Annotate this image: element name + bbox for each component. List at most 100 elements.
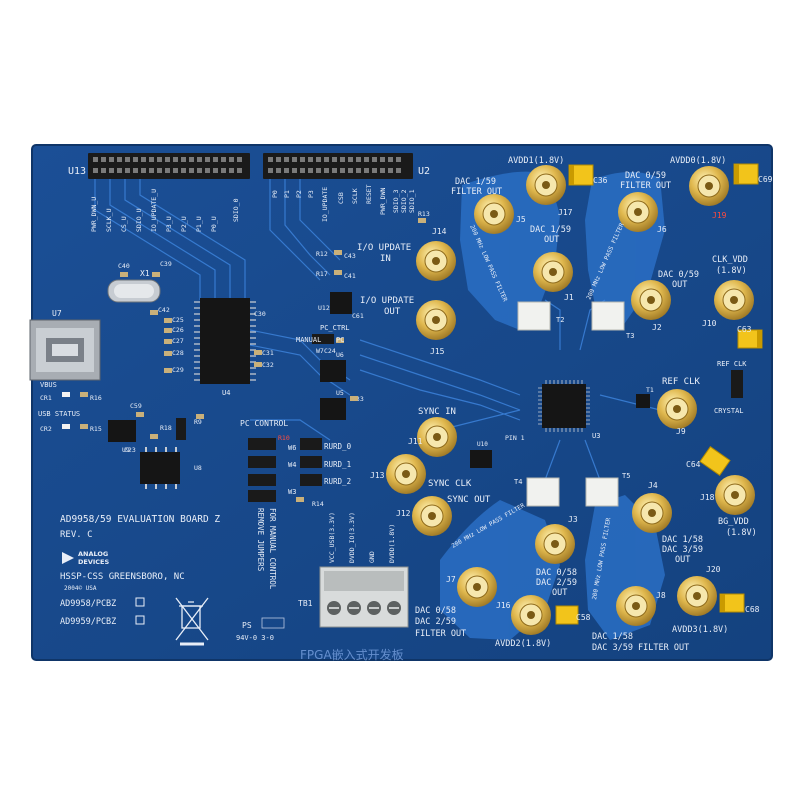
sma-j14 [416,241,456,281]
svg-text:RURD_0: RURD_0 [324,442,352,451]
label-pin1: PIN 1 [505,434,525,442]
svg-text:RURD_1: RURD_1 [324,460,351,469]
svg-text:DAC 1/58: DAC 1/58 [592,632,633,642]
sma-j10 [714,280,754,320]
sma-j9 [657,389,697,429]
svg-text:J8: J8 [656,591,666,600]
sma-j16 [511,595,551,635]
svg-text:FOR MANUAL CONTROL: FOR MANUAL CONTROL [268,508,277,590]
variant-2-checkbox [135,615,145,625]
variant-1-checkbox [135,597,145,607]
variant-2: AD9959/PCBZ [60,617,116,627]
svg-text:J19: J19 [712,211,727,220]
svg-text:DAC 0/58: DAC 0/58 [536,568,577,578]
svg-text:C32: C32 [262,361,274,369]
svg-text:FILTER OUT: FILTER OUT [415,629,466,639]
svg-text:R17: R17 [316,270,328,278]
sma-j11 [417,417,457,457]
ref-c58: C58 [576,613,591,622]
u4-cap-labels: C25 C26 C27 C28 C29 C30 C31 C32 [172,310,274,374]
header-u2[interactable] [263,153,413,179]
svg-text:SDIO_0: SDIO_0 [232,198,240,222]
svg-text:CRYSTAL: CRYSTAL [714,407,744,415]
svg-text:J14: J14 [432,227,447,236]
svg-text:P3_U: P3_U [165,216,173,232]
crystal-x1 [107,279,161,303]
ref-u6: U6 [336,351,344,359]
svg-text:(1.8V): (1.8V) [726,528,757,538]
svg-text:CLK_VDD: CLK_VDD [712,255,748,265]
svg-text:VCC_USB(3.3V): VCC_USB(3.3V) [328,512,336,563]
svg-text:J1: J1 [564,293,574,302]
transformer-t5 [585,477,619,507]
svg-text:C24: C24 [324,347,336,355]
svg-text:J4: J4 [648,481,658,490]
svg-text:RURD_2: RURD_2 [324,477,351,486]
sma-j4 [632,493,672,533]
ic-u4 [194,298,256,384]
svg-text:CR2: CR2 [40,425,52,433]
svg-text:DVDD_IO(3.3V): DVDD_IO(3.3V) [348,512,356,563]
u13-pin-labels: PWR_DWN_U SCLK_U CS_U SDIO_U IO_UPDATE_U… [90,189,240,232]
svg-text:SCLK: SCLK [351,188,359,204]
svg-text:DVDD(1.8V): DVDD(1.8V) [388,524,396,563]
svg-text:J3: J3 [568,515,578,524]
remove-jumpers-label: REMOVE JUMPERS FOR MANUAL CONTROL [256,508,277,590]
jumpers[interactable] [176,334,743,502]
rating-marks: PS 94V-0 3-0 [236,617,285,642]
usb-connector-u7[interactable] [29,319,101,381]
svg-text:C25: C25 [172,316,184,324]
u2-pin-labels: P0 P1 P2 P3 IO_UPDATE CSB SCLK RESET PWR… [271,184,416,222]
ic-u9 [108,420,136,442]
left-labels: VBUS USB STATUS CR1 CR2 R16 R15 C59 C23 … [38,210,430,508]
svg-text:94V-0 3-0: 94V-0 3-0 [236,634,274,642]
ref-c42: C42 [158,306,170,314]
svg-text:FILTER OUT: FILTER OUT [451,187,502,197]
svg-text:W7: W7 [316,347,324,355]
svg-text:SCLK_U: SCLK_U [105,208,113,232]
sma-j18 [715,475,755,515]
svg-text:CR1: CR1 [40,394,52,402]
svg-text:DAC 3/59: DAC 3/59 [662,545,703,555]
terminal-block-tb1[interactable] [319,566,409,628]
ic-u10 [470,450,492,468]
svg-text:C31: C31 [262,349,274,357]
svg-text:J9: J9 [676,427,686,436]
watermark-text: FPGA嵌入式开发板 [300,647,404,662]
sma-j12 [412,496,452,536]
ref-c69: C69 [758,175,773,184]
ref-u5: U5 [336,389,344,397]
ref-c40: C40 [118,262,130,270]
svg-text:J15: J15 [430,347,445,356]
label-u13: U13 [68,166,86,177]
svg-text:AVDD2(1.8V): AVDD2(1.8V) [495,639,551,649]
transformer-t2 [517,301,551,331]
transformer-t3 [591,301,625,331]
ref-u3: U3 [592,432,600,440]
svg-text:DAC 0/59: DAC 0/59 [658,270,699,280]
svg-text:DAC 0/59: DAC 0/59 [625,171,666,181]
ref-u4: U4 [222,389,230,397]
sma-j2 [631,280,671,320]
svg-text:J13: J13 [370,471,385,480]
svg-text:PWR_DWN_U: PWR_DWN_U [90,197,98,232]
ref-c39: C39 [160,260,172,268]
svg-text:BG_VDD: BG_VDD [718,517,749,527]
sma-j15 [416,300,456,340]
sma-j13 [386,454,426,494]
svg-text:IO_UPDATE: IO_UPDATE [321,187,329,222]
svg-text:REF CLK: REF CLK [662,377,701,387]
svg-text:C43: C43 [344,252,356,260]
maker-line2: DEVICES [78,558,109,566]
transformer-t4 [526,477,560,507]
svg-text:IO_UPDATE_U: IO_UPDATE_U [150,189,158,232]
sma-j8 [616,586,656,626]
svg-text:P2_U: P2_U [180,216,188,232]
header-u13[interactable] [88,153,250,179]
sma-connectors[interactable] [386,165,755,635]
svg-text:P1_U: P1_U [195,216,203,232]
svg-text:C41: C41 [344,272,356,280]
ic-u11 [636,394,650,408]
sma-j3 [535,524,575,564]
ref-u12: U12 [318,304,330,312]
